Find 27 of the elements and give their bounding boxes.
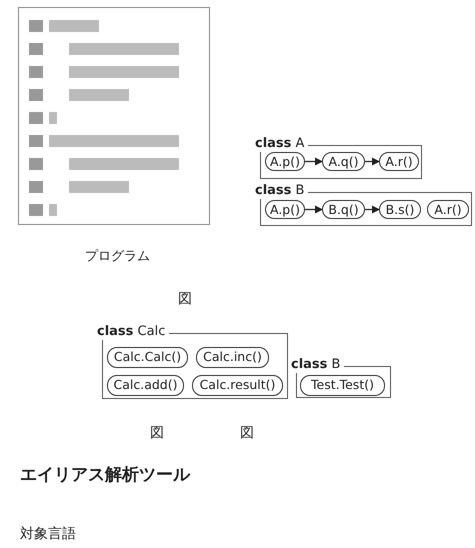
method-node: A.r() — [379, 152, 419, 171]
method-node: B.s() — [379, 200, 421, 219]
method-node: Calc.Calc() — [107, 347, 188, 368]
figure-caption: 図 — [178, 290, 192, 308]
arrow — [365, 158, 380, 166]
section-heading: エイリアス解析ツール — [20, 464, 190, 486]
class-heading: class B — [255, 183, 308, 199]
arrow — [305, 206, 323, 214]
method-node: Calc.inc() — [196, 347, 269, 368]
method-node: A.r() — [427, 200, 469, 219]
method-node: Test.Test() — [300, 375, 385, 396]
figure-caption: 図 — [150, 424, 164, 442]
method-node: B.q() — [322, 200, 365, 219]
figure-caption: 図 — [240, 424, 254, 442]
code-listing-box — [18, 7, 210, 225]
arrow — [365, 206, 380, 214]
method-node: A.q() — [322, 152, 365, 171]
body-text: 対象言語 — [20, 525, 76, 543]
class-heading: class B — [291, 357, 344, 373]
method-node: Calc.result() — [192, 375, 283, 396]
method-node: A.p() — [265, 200, 305, 219]
class-heading: class Calc — [97, 324, 170, 340]
method-node: Calc.add() — [107, 375, 184, 396]
arrow — [305, 158, 323, 166]
class-heading: class A — [255, 136, 308, 152]
caption: プログラム — [85, 248, 150, 265]
method-node: A.p() — [265, 152, 305, 171]
